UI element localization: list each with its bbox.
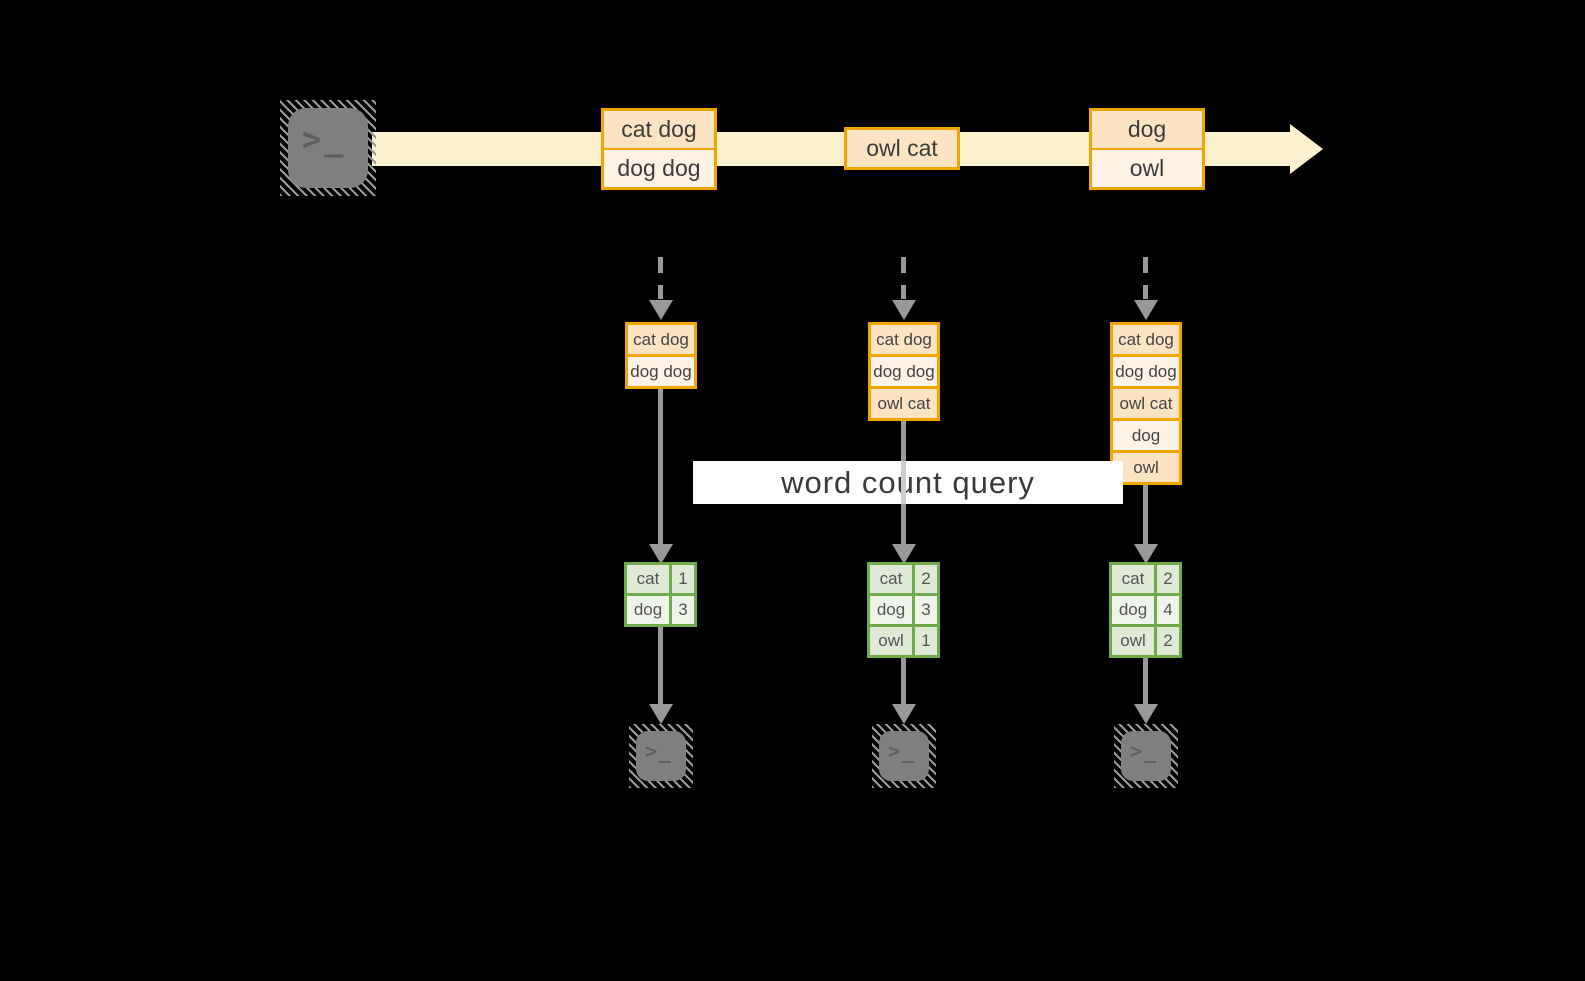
count-cell: 2 (915, 565, 937, 593)
word-cell: dog (1112, 596, 1154, 624)
buffer-row: cat dog (871, 325, 937, 354)
output-line-col3 (1143, 658, 1148, 705)
word-cell: cat (627, 565, 669, 593)
buffer-row: owl cat (1113, 389, 1179, 418)
count-cell: 4 (1157, 596, 1179, 624)
arrowhead-terminal-2 (892, 704, 916, 724)
table-row: dog 3 (870, 596, 937, 624)
terminal-output-icon-1: >_ (629, 724, 693, 788)
output-line-col1 (658, 627, 663, 705)
buffer-row: dog dog (628, 357, 694, 386)
table-row: dog 3 (627, 596, 694, 624)
buffer-row: owl (1113, 453, 1179, 482)
word-cell: dog (627, 596, 669, 624)
buffer-row: owl cat (871, 389, 937, 418)
count-cell: 2 (1157, 627, 1179, 655)
table-row: owl 2 (1112, 627, 1179, 655)
terminal-prompt-glyph: >_ (645, 739, 674, 763)
stream-arrowhead (1290, 124, 1323, 174)
dashed-arrow-col2 (901, 257, 906, 299)
arrowhead-table-2 (892, 544, 916, 564)
count-table-2: cat 2 dog 3 owl 1 (867, 562, 940, 658)
buffer-stack-3: cat dog dog dog owl cat dog owl (1110, 322, 1182, 485)
count-cell: 3 (915, 596, 937, 624)
word-cell: owl (870, 627, 912, 655)
word-cell: dog (870, 596, 912, 624)
buffer-row: dog dog (1113, 357, 1179, 386)
buffer-row: cat dog (628, 325, 694, 354)
buffer-row: dog (1113, 421, 1179, 450)
buffer-stack-1: cat dog dog dog (625, 322, 697, 389)
stream-event-line: dog dog (604, 150, 714, 187)
terminal-screen: >_ (636, 731, 686, 781)
stream-event-box-3: dog owl (1089, 108, 1205, 190)
table-row: cat 2 (870, 565, 937, 593)
terminal-output-icon-3: >_ (1114, 724, 1178, 788)
terminal-prompt-glyph: >_ (302, 120, 347, 158)
buffer-row: cat dog (1113, 325, 1179, 354)
stream-event-line: owl (1092, 150, 1202, 187)
connector-line-col1 (658, 388, 663, 546)
terminal-screen: >_ (288, 108, 368, 188)
table-row: dog 4 (1112, 596, 1179, 624)
arrowhead-table-3 (1134, 544, 1158, 564)
stream-event-box-1: cat dog dog dog (601, 108, 717, 190)
connector-line-col3 (1143, 484, 1148, 546)
stream-event-line: owl cat (847, 130, 957, 167)
dashed-arrowhead-col1 (649, 300, 673, 320)
terminal-screen: >_ (879, 731, 929, 781)
terminal-output-icon-2: >_ (872, 724, 936, 788)
query-band: word count query (693, 461, 1123, 504)
buffer-row: dog dog (871, 357, 937, 386)
count-table-3: cat 2 dog 4 owl 2 (1109, 562, 1182, 658)
count-cell: 3 (672, 596, 694, 624)
terminal-source-icon: >_ (280, 100, 376, 196)
connector-line-through-band (901, 461, 906, 504)
count-cell: 1 (672, 565, 694, 593)
output-line-col2 (901, 658, 906, 705)
word-cell: owl (1112, 627, 1154, 655)
word-cell: cat (870, 565, 912, 593)
dashed-arrow-col3 (1143, 257, 1148, 299)
word-cell: cat (1112, 565, 1154, 593)
count-cell: 2 (1157, 565, 1179, 593)
count-cell: 1 (915, 627, 937, 655)
terminal-screen: >_ (1121, 731, 1171, 781)
arrowhead-terminal-3 (1134, 704, 1158, 724)
dashed-arrow-col1 (658, 257, 663, 299)
terminal-prompt-glyph: >_ (888, 739, 917, 763)
table-row: cat 1 (627, 565, 694, 593)
dashed-arrowhead-col2 (892, 300, 916, 320)
stream-event-line: cat dog (604, 111, 714, 148)
stream-event-box-2: owl cat (844, 127, 960, 170)
arrowhead-terminal-1 (649, 704, 673, 724)
buffer-stack-2: cat dog dog dog owl cat (868, 322, 940, 421)
query-label: word count query (781, 464, 1035, 500)
count-table-1: cat 1 dog 3 (624, 562, 697, 627)
arrowhead-table-1 (649, 544, 673, 564)
stream-event-line: dog (1092, 111, 1202, 148)
dashed-arrowhead-col3 (1134, 300, 1158, 320)
table-row: cat 2 (1112, 565, 1179, 593)
table-row: owl 1 (870, 627, 937, 655)
terminal-prompt-glyph: >_ (1130, 739, 1159, 763)
